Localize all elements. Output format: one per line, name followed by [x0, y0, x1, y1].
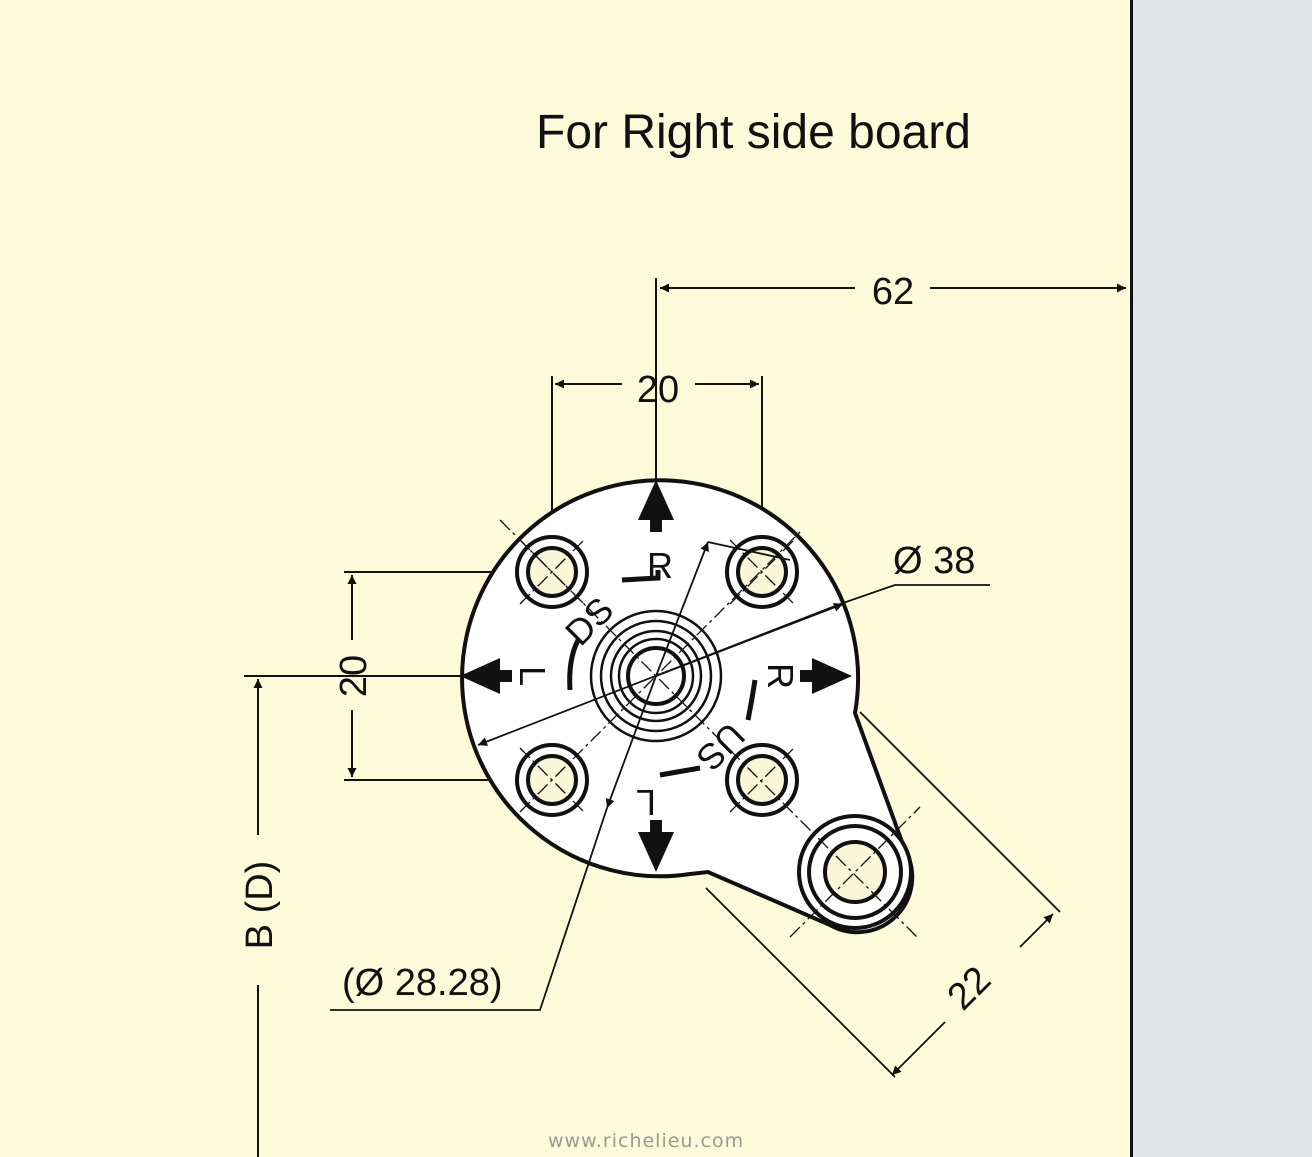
- dim-line-22: [1019, 913, 1054, 948]
- center-cam: [589, 609, 723, 743]
- label-62: 62: [872, 271, 914, 313]
- arrow-down-icon: [638, 820, 674, 872]
- side-panel: [1130, 0, 1312, 1157]
- label-r-right: R: [760, 663, 801, 689]
- arrow-up-icon: [638, 480, 674, 532]
- label-l-left: L: [512, 666, 553, 686]
- arrow-left-icon: [460, 658, 512, 694]
- label-20-horizontal: 20: [637, 369, 679, 411]
- watermark: www.richelieu.com: [548, 1130, 745, 1152]
- label-r-top: R: [647, 545, 673, 586]
- dim-line-28: [655, 541, 709, 677]
- arrow-right-icon: [800, 658, 852, 694]
- label-diameter-28: (Ø 28.28): [342, 962, 503, 1004]
- label-22: 22: [940, 959, 1000, 1019]
- label-l-bottom: L: [636, 782, 656, 823]
- diagram-title: For Right side board: [536, 106, 971, 159]
- label-20-vertical: 20: [333, 655, 375, 697]
- adjustment-arrows: [460, 480, 852, 872]
- label-bd: B (D): [239, 861, 281, 950]
- label-diameter-38: Ø 38: [893, 540, 975, 582]
